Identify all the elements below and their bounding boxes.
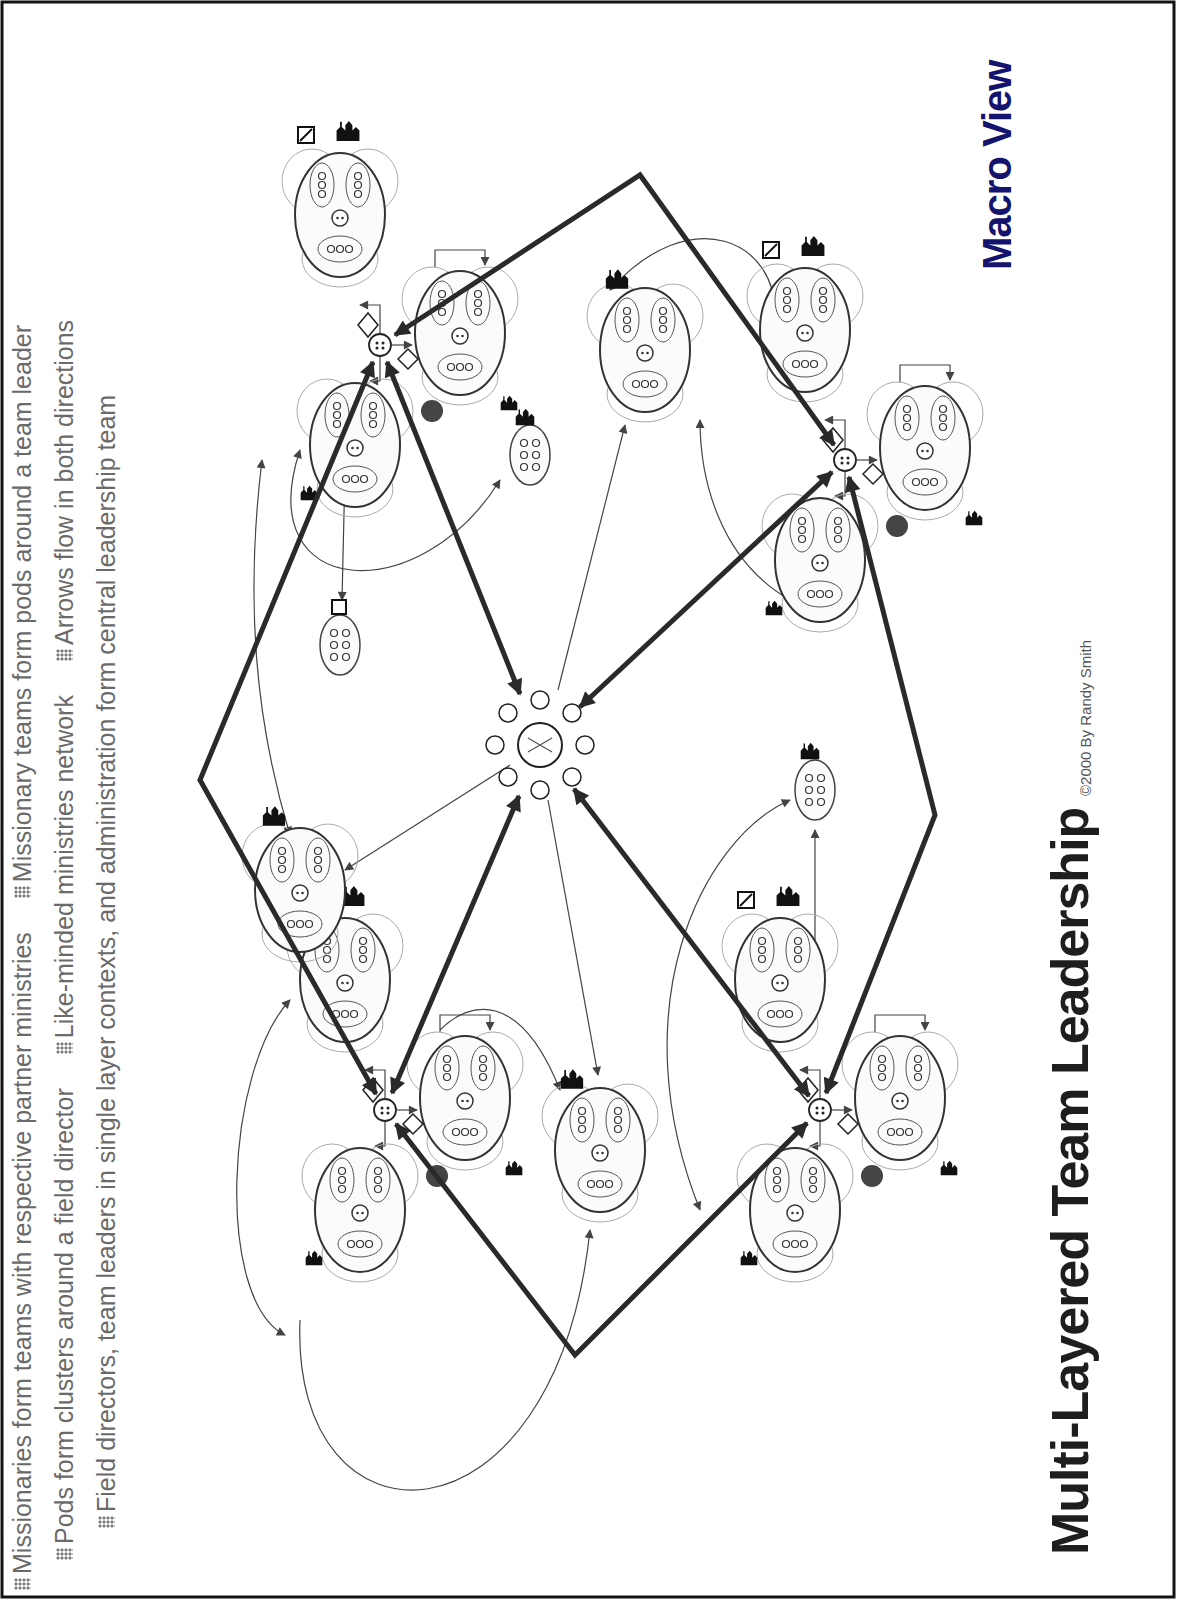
note-item: Field directors, team leaders in single … — [92, 395, 121, 1528]
view-label: Macro View — [975, 61, 1020, 270]
note-text: Missionary teams form pods around a team… — [8, 325, 37, 882]
note-item: Like-minded ministries network — [50, 695, 79, 1054]
bullet-dots — [56, 1042, 73, 1054]
bullet-dots — [56, 1548, 73, 1560]
central-leadership-team — [486, 691, 594, 799]
thick-arrows — [200, 175, 935, 1355]
cluster-group — [282, 121, 983, 1282]
note-item: Missionary teams form pods around a team… — [8, 325, 37, 898]
note-row: Missionaries form teams with respective … — [8, 325, 37, 1590]
diagram-title: Multi-Layered Team Leadership — [1040, 808, 1100, 1555]
note-text: Field directors, team leaders in single … — [92, 395, 121, 1512]
note-text: Like-minded ministries network — [50, 695, 79, 1038]
field-director-cluster — [747, 236, 983, 632]
field-director-cluster — [287, 886, 523, 1282]
field-director-cluster — [282, 121, 518, 517]
note-text: Pods form clusters around a field direct… — [50, 1088, 79, 1544]
team-pod — [242, 824, 358, 962]
field-director-cluster — [722, 886, 958, 1282]
bullet-dots — [98, 1516, 115, 1528]
team-pod — [587, 284, 703, 422]
note-item: Missionaries form teams with respective … — [8, 932, 37, 1590]
bullet-dots — [14, 1578, 31, 1590]
note-item: Pods form clusters around a field direct… — [50, 1088, 79, 1560]
note-item: Arrows flow in both directions — [50, 320, 79, 661]
note-row: Field directors, team leaders in single … — [92, 395, 121, 1528]
small-group — [510, 425, 550, 485]
note-text: Arrows flow in both directions — [50, 320, 79, 645]
small-group — [795, 760, 835, 820]
bullet-dots — [56, 649, 73, 661]
copyright-caption: ©2000 By Randy Smith — [1077, 640, 1094, 796]
small-group — [320, 615, 360, 675]
note-row: Pods form clusters around a field direct… — [50, 320, 79, 1560]
single-pods — [242, 269, 835, 1222]
note-text: Missionaries form teams with respective … — [8, 932, 37, 1574]
bullet-dots — [14, 886, 31, 898]
team-pod — [542, 1084, 658, 1222]
